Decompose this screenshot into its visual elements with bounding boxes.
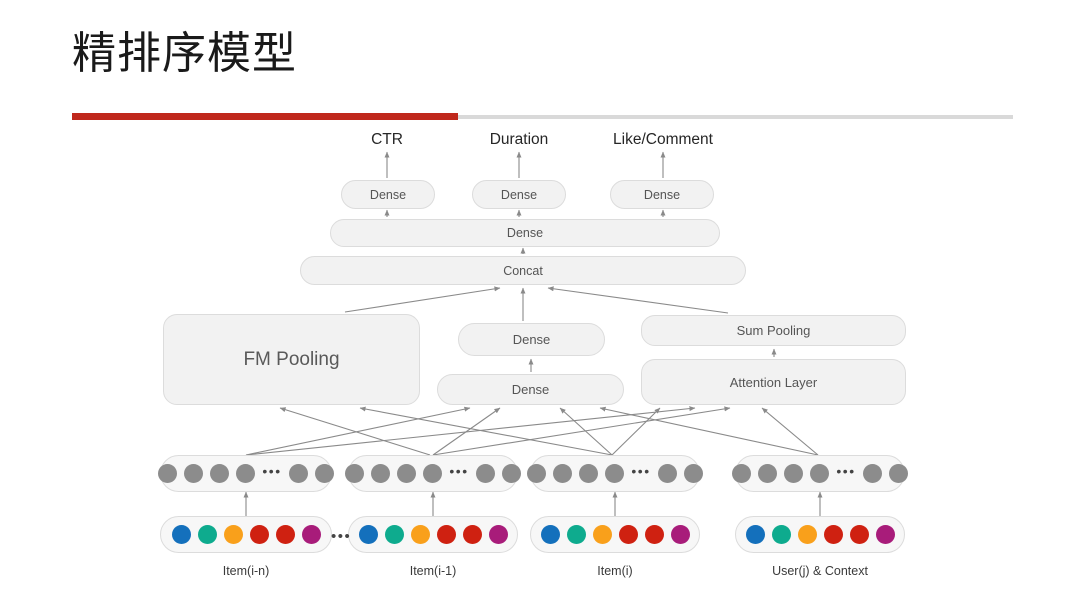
embedding-dot <box>345 464 365 483</box>
group-label-user-context: User(j) & Context <box>772 564 868 578</box>
title-rule-accent <box>72 113 458 120</box>
embedding-dot <box>158 464 178 483</box>
title-rule-gray <box>72 115 1013 119</box>
embedding-dot <box>553 464 573 483</box>
embedding-dot <box>210 464 230 483</box>
node-shared-dense[interactable]: Dense <box>330 219 720 247</box>
feature-dot <box>197 525 217 544</box>
feature-dot <box>301 525 321 544</box>
embedding-dot <box>423 464 443 483</box>
embedding-dot <box>784 464 804 483</box>
feature-dot <box>358 525 378 544</box>
embedding-row-item-i-n[interactable]: ••• <box>158 455 334 492</box>
feature-dot <box>618 525 638 544</box>
embedding-dot <box>371 464 391 483</box>
embedding-ellipsis: ••• <box>631 462 651 479</box>
group-gap-ellipsis: ••• <box>331 528 352 545</box>
feature-dot <box>249 525 269 544</box>
embedding-row-item-i-1[interactable]: ••• <box>345 455 521 492</box>
feature-dot <box>488 525 508 544</box>
output-label-duration: Duration <box>489 131 549 148</box>
feature-dot <box>849 525 869 544</box>
node-dense-mid-upper[interactable]: Dense <box>458 323 605 356</box>
embedding-dot <box>862 464 882 483</box>
node-attention-layer[interactable]: Attention Layer <box>641 359 906 405</box>
output-label-ctr: CTR <box>371 131 403 148</box>
embedding-row-user-context[interactable]: ••• <box>732 455 908 492</box>
embedding-dot <box>732 464 752 483</box>
embedding-dot <box>810 464 830 483</box>
feature-row-user-context[interactable] <box>735 516 905 553</box>
node-fm-pooling[interactable]: FM Pooling <box>163 314 420 405</box>
embedding-ellipsis: ••• <box>836 462 856 479</box>
feature-dot <box>171 525 191 544</box>
embedding-row-item-i[interactable]: ••• <box>527 455 703 492</box>
embedding-dot <box>184 464 204 483</box>
feature-dot <box>223 525 243 544</box>
node-dense-ctr[interactable]: Dense <box>341 180 435 209</box>
feature-dot <box>771 525 791 544</box>
embedding-ellipsis: ••• <box>262 462 282 479</box>
feature-row-item-i[interactable] <box>530 516 700 553</box>
feature-dot <box>410 525 430 544</box>
feature-dot <box>436 525 456 544</box>
feature-row-item-i-1[interactable] <box>348 516 518 553</box>
feature-dot <box>384 525 404 544</box>
embedding-ellipsis: ••• <box>449 462 469 479</box>
node-concat[interactable]: Concat <box>300 256 746 285</box>
embedding-dot <box>579 464 599 483</box>
feature-dot <box>670 525 690 544</box>
feature-dot <box>644 525 664 544</box>
feature-dot <box>275 525 295 544</box>
node-dense-like-comment[interactable]: Dense <box>610 180 714 209</box>
embedding-dot <box>397 464 417 483</box>
embedding-dot <box>475 464 495 483</box>
feature-dot <box>540 525 560 544</box>
node-dense-mid-lower[interactable]: Dense <box>437 374 624 405</box>
embedding-dot <box>657 464 677 483</box>
group-label-item-i-1: Item(i-1) <box>409 564 457 578</box>
feature-dot <box>592 525 612 544</box>
feature-dot <box>745 525 765 544</box>
embedding-dot <box>683 464 703 483</box>
page-title: 精排序模型 <box>72 29 297 78</box>
feature-dot <box>797 525 817 544</box>
embedding-dot <box>527 464 547 483</box>
embedding-dot <box>288 464 308 483</box>
group-label-item-i: Item(i) <box>597 564 633 578</box>
feature-dot <box>875 525 895 544</box>
feature-dot <box>462 525 482 544</box>
group-label-item-i-n: Item(i-n) <box>222 564 270 578</box>
feature-dot <box>823 525 843 544</box>
output-label-like-comment: Like/Comment <box>613 131 713 148</box>
embedding-dot <box>236 464 256 483</box>
feature-dot <box>566 525 586 544</box>
embedding-dot <box>501 464 521 483</box>
embedding-dot <box>605 464 625 483</box>
node-sum-pooling[interactable]: Sum Pooling <box>641 315 906 346</box>
embedding-dot <box>758 464 778 483</box>
embedding-dot <box>314 464 334 483</box>
node-dense-duration[interactable]: Dense <box>472 180 566 209</box>
feature-row-item-i-n[interactable] <box>160 516 332 553</box>
embedding-dot <box>888 464 908 483</box>
